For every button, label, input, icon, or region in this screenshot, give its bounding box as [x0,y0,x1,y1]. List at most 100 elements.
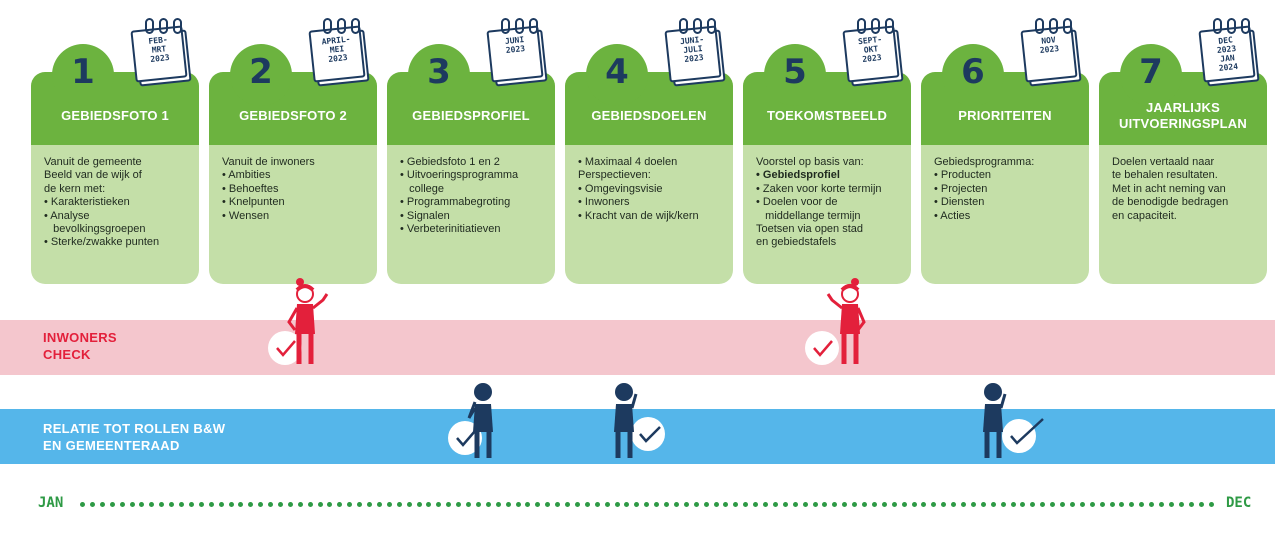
step-line: • Analyse [44,209,90,222]
step-line: • Verbeterinitiatieven [400,223,501,236]
timeline-dot [971,502,976,507]
timeline-dot [684,502,689,507]
timeline-dot [624,502,629,507]
inwoners-check-label: INWONERS CHECK [43,330,117,362]
step-number: 4 [586,44,648,106]
timeline-dot [704,502,709,507]
step-number: 1 [52,44,114,106]
calendar-icon: SEPT- OKT 2023 [842,18,904,87]
step-line: • Inwoners [578,196,630,209]
timeline-dot [862,502,867,507]
timeline-dot [545,502,550,507]
timeline-dot [674,502,679,507]
timeline-dot [723,502,728,507]
timeline-dot [407,502,412,507]
timeline-dot [743,502,748,507]
timeline-dot [644,502,649,507]
step-line: • Behoeftes [222,182,279,195]
calendar-icon: JUNI 2023 [486,18,548,87]
timeline-dot [258,502,263,507]
timeline-dot [634,502,639,507]
step-line: Doelen vertaald naar [1112,156,1215,168]
timeline-dot [199,502,204,507]
step-line: • Zaken voor korte termijn [756,182,882,195]
timeline-dot [1169,502,1174,507]
step-line: • Signalen [400,209,450,222]
step-line: Met in acht neming van [1112,182,1226,195]
step-line: • Omgevingsvisie [578,182,663,195]
step-line: college [400,182,445,195]
step-header: 2 APRIL- MEI 2023 GEBIEDSFOTO 2 [209,18,377,145]
timeline-dot [466,502,471,507]
step-line: Vanuit de gemeente [44,156,142,168]
timeline-dot [981,502,986,507]
bestuurder-figure-icon [614,383,665,458]
timeline-dot [694,502,699,507]
timeline-dot [1139,502,1144,507]
step-title: GEBIEDSPROFIEL [412,107,530,123]
timeline-dot [1050,502,1055,507]
calendar-icon: APRIL- MEI 2023 [308,18,370,87]
step-line: • Knelpunten [222,196,285,209]
timeline-dot [130,502,135,507]
step-line: Beeld van de wijk of [44,169,142,182]
timeline-dot [822,502,827,507]
calendar-date: JUNI- JULI 2023 [679,34,705,64]
timeline-dot [426,502,431,507]
calendar-icon: FEB- MRT 2023 [130,18,192,87]
timeline-dot [357,502,362,507]
timeline-dot [595,502,600,507]
timeline-dot [456,502,461,507]
timeline-dot [120,502,125,507]
step-body: Gebiedsprogramma:• Producten• Projecten•… [921,145,1089,284]
step-line: • Sterke/zwakke punten [44,236,160,249]
timeline-dot [882,502,887,507]
step-line: • Uitvoeringsprogramma [400,169,519,182]
step-card: 2 APRIL- MEI 2023 GEBIEDSFOTO 2 Vanuit d… [209,18,377,284]
timeline-dot [238,502,243,507]
timeline-dot [367,502,372,507]
timeline-dot [476,502,481,507]
step-line: Toetsen via open stad [756,223,864,236]
timeline-dot [961,502,966,507]
step-title: GEBIEDSFOTO 1 [61,107,169,123]
step-card: 7 DEC 2023 JAN 2024 JAARLIJKS UITVOERING… [1099,18,1267,284]
timeline-dot [763,502,768,507]
inwoner-figure-icon [268,278,329,365]
timeline-dot [446,502,451,507]
step-line: • Gebiedsfoto 1 en 2 [400,156,500,168]
step-line: en gebiedstafels [756,236,837,249]
inwoners-check-band: INWONERS CHECK [0,320,1275,375]
timeline-dot [1040,502,1045,507]
timeline-dot [912,502,917,507]
timeline-dot [565,502,570,507]
step-line: Gebiedsprogramma: [934,156,1035,168]
timeline-dot [1001,502,1006,507]
step-line: te behalen resultaten. [1112,169,1218,182]
timeline-dot [516,502,521,507]
timeline-dot [1020,502,1025,507]
step-body: • Gebiedsfoto 1 en 2• Uitvoeringsprogram… [387,145,555,284]
step-line: Perspectieven: [578,169,651,182]
bestuurder-figure-icon [448,383,493,458]
timeline-dot [1159,502,1164,507]
step-card: 3 JUNI 2023 GEBIEDSPROFIEL • Gebiedsfoto… [387,18,555,284]
step-line: de kern met: [44,182,106,195]
timeline-dot [1090,502,1095,507]
step-line: bevolkingsgroepen [44,223,146,236]
timeline-dot [1070,502,1075,507]
timeline-dot [783,502,788,507]
timeline-dot [892,502,897,507]
step-number: 5 [764,44,826,106]
timeline-dot [159,502,164,507]
timeline-dot [337,502,342,507]
timeline-dot [179,502,184,507]
timeline-dot [1100,502,1105,507]
timeline-dot [417,502,422,507]
timeline-dot [1179,502,1184,507]
relatie-rollen-label: RELATIE TOT ROLLEN B&W EN GEMEENTERAAD [43,421,226,453]
step-number: 6 [942,44,1004,106]
